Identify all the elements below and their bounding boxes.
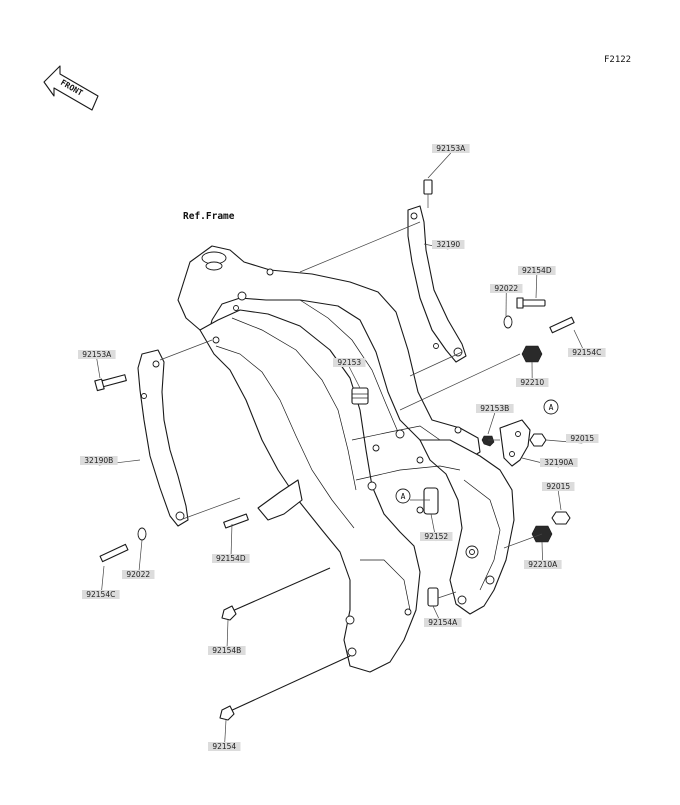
part-number: 92022 — [126, 570, 150, 579]
part-label-92153A-left: 92153A — [78, 350, 116, 378]
part-label-32190B: 32190B — [80, 456, 140, 465]
part-label-92154A: 92154A — [424, 606, 462, 627]
part-number: 32190 — [436, 240, 460, 249]
part-number: 92154A — [428, 618, 458, 627]
part-number: 92015 — [546, 482, 570, 491]
part-number: 92015 — [570, 434, 594, 443]
part-label-92154D: 92154D — [518, 266, 556, 298]
part-label-92015-bottom: 92015 — [542, 482, 575, 510]
part-number: 92152 — [424, 532, 448, 541]
bracket-32190B — [138, 350, 188, 526]
leader-line — [488, 413, 495, 434]
part-label-92154B: 92154B — [208, 620, 246, 655]
part-label-92154C-left: 92154C — [82, 566, 120, 599]
part-number: 92153B — [480, 404, 509, 413]
part-number: 92022 — [494, 284, 518, 293]
leader-line — [97, 359, 100, 378]
svg-text:A: A — [401, 492, 406, 501]
part-number: 92154D — [522, 266, 552, 275]
part-number: 92210 — [520, 378, 544, 387]
part-label-92210A: 92210A — [524, 542, 562, 569]
diagram-code: F2122 — [604, 55, 631, 65]
part-label-92210: 92210 — [516, 362, 549, 387]
marker-a-top: A — [544, 400, 558, 414]
part-number: 32190B — [84, 456, 113, 465]
ref-frame-label: Ref.Frame — [183, 211, 235, 222]
part-number: 32190A — [544, 458, 574, 467]
part-number: 92154D — [216, 554, 246, 563]
part-label-92153A-top: 92153A — [428, 144, 470, 178]
part-number: 92210A — [528, 560, 558, 569]
part-label-92022-left: 92022 — [122, 540, 155, 579]
part-label-92154C-right: 92154C — [568, 330, 606, 357]
front-arrow-icon: FRONT — [44, 66, 98, 110]
part-number: 92153A — [82, 350, 112, 359]
marker-a-frame: A — [396, 489, 410, 503]
bracket-32190 — [408, 206, 466, 362]
part-label-92154D-left: 92154D — [212, 524, 250, 563]
leader-line — [536, 275, 537, 298]
part-label-92015-top: 92015 — [546, 434, 599, 443]
leader-line — [558, 491, 561, 510]
part-number: 92154 — [212, 742, 236, 751]
part-number: 92154C — [86, 590, 115, 599]
leader-line — [428, 153, 451, 178]
svg-text:A: A — [549, 403, 554, 412]
part-number: 92153 — [337, 358, 361, 367]
part-label-32190: 32190 — [424, 240, 465, 249]
part-number: 92154B — [212, 646, 241, 655]
part-label-92154: 92154 — [208, 720, 241, 751]
part-label-32190A: 32190A — [522, 458, 578, 467]
part-number: 92153A — [436, 144, 466, 153]
part-label-92152: 92152 — [420, 514, 453, 541]
part-number: 92154C — [572, 348, 601, 357]
